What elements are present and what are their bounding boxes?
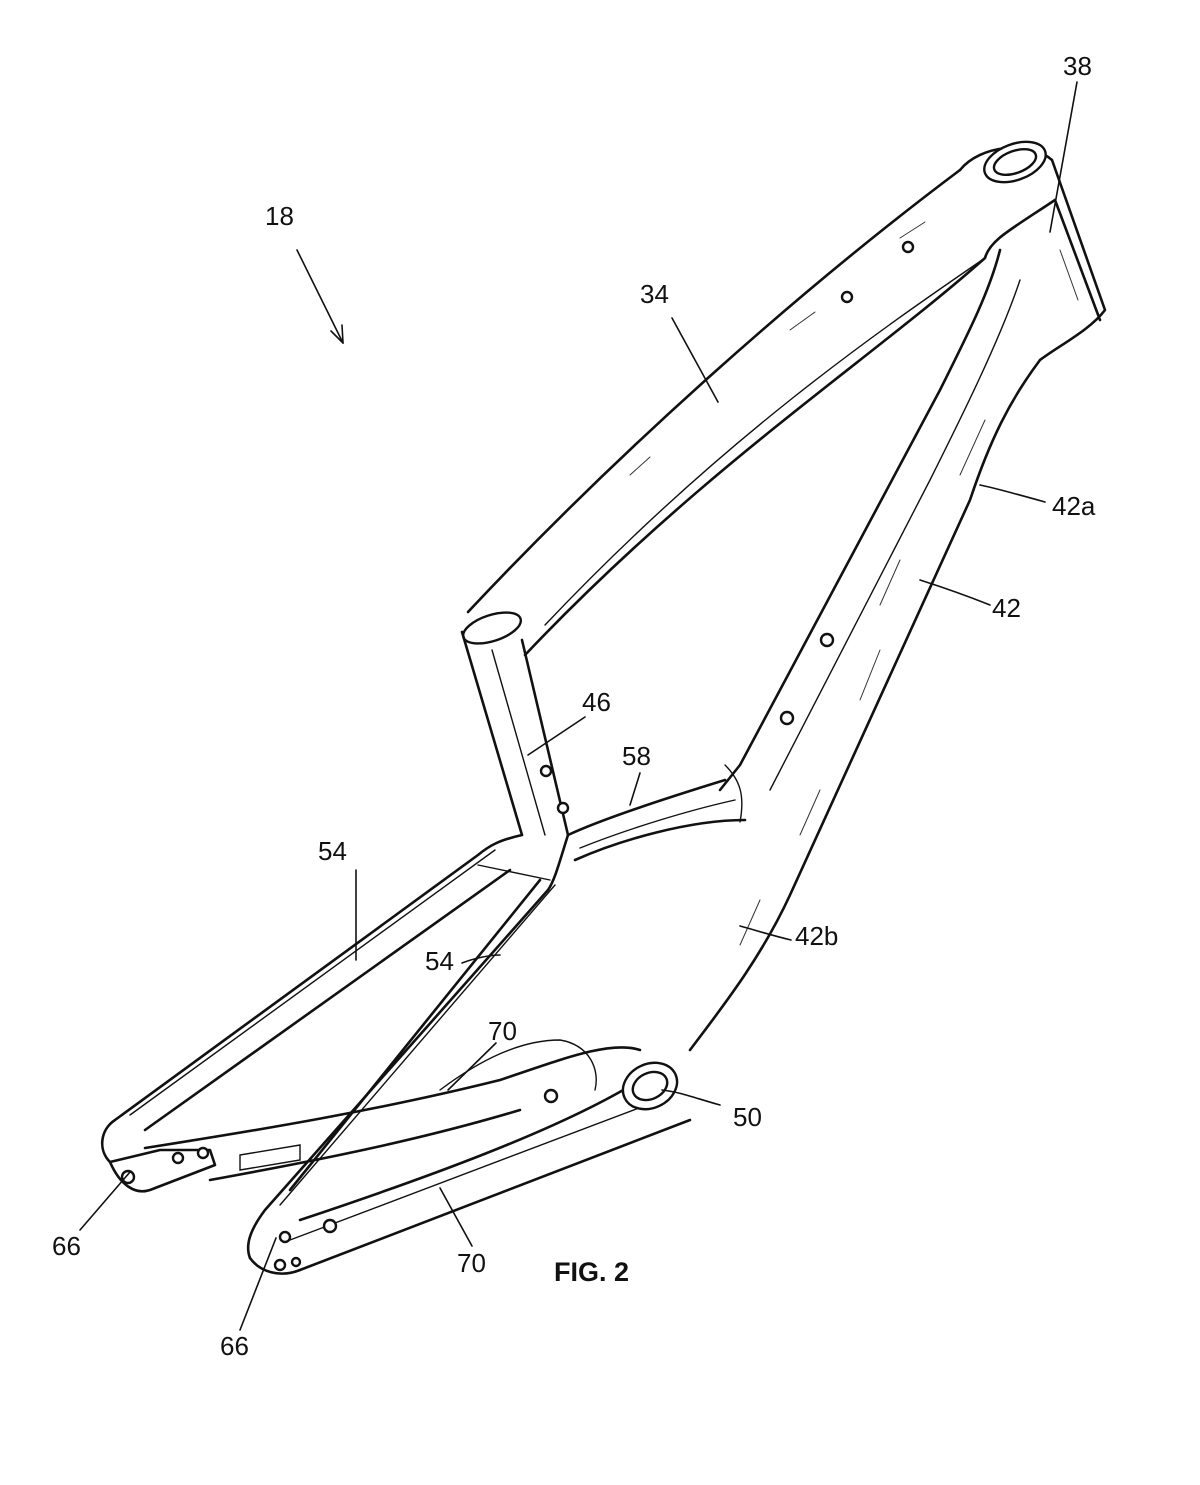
reference-labels: 18 38 34 42a 42 46 58 54 54 70 42b 50 70… xyxy=(52,51,1096,1361)
head-tube xyxy=(958,140,1107,362)
label-down-tube-upper: 42a xyxy=(1052,491,1096,521)
label-brace: 58 xyxy=(622,741,651,771)
label-dropout-right: 66 xyxy=(220,1331,249,1361)
label-seat-tube: 46 xyxy=(582,687,611,717)
label-head-tube: 38 xyxy=(1063,51,1092,81)
chain-stays xyxy=(143,1039,692,1275)
figure-caption: FIG. 2 xyxy=(554,1257,629,1287)
seat-stays xyxy=(101,833,570,1260)
seat-tube xyxy=(460,611,570,837)
frame-arrow xyxy=(296,249,344,344)
label-chain-stay-lower: 70 xyxy=(457,1248,486,1278)
top-tube xyxy=(466,168,1057,657)
label-dropout-left: 66 xyxy=(52,1231,81,1261)
label-bottom-bracket: 50 xyxy=(733,1102,762,1132)
label-seat-stay-right: 54 xyxy=(425,946,454,976)
label-down-tube-lower: 42b xyxy=(795,921,838,951)
label-down-tube: 42 xyxy=(992,593,1021,623)
label-seat-stay-left: 54 xyxy=(318,836,347,866)
dropouts xyxy=(108,1144,302,1272)
brace xyxy=(566,764,747,862)
down-tube xyxy=(688,248,1042,1052)
label-chain-stay-upper: 70 xyxy=(488,1016,517,1046)
label-top-tube: 34 xyxy=(640,279,669,309)
leader-lines xyxy=(79,81,1078,1331)
label-frame: 18 xyxy=(265,201,294,231)
